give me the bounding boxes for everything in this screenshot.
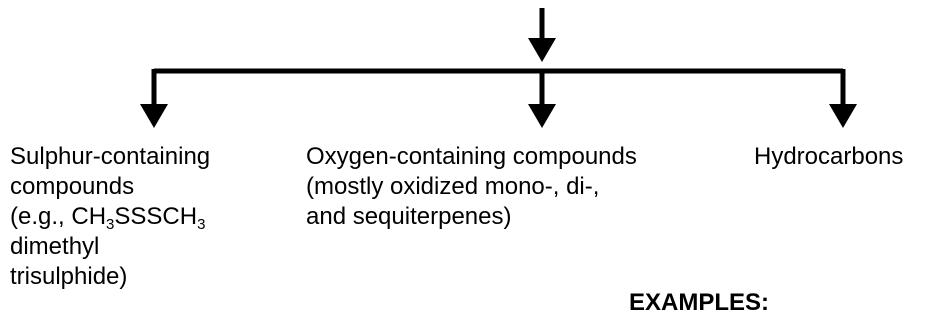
oxygen-line-1: Oxygen-containing compounds xyxy=(306,143,637,170)
hydrocarbons-label: Hydrocarbons xyxy=(754,143,904,170)
sulphur-line-4: dimethyl xyxy=(10,233,100,260)
sulphur-line-1: Sulphur-containing xyxy=(10,143,211,170)
formula-prefix: (e.g., CH xyxy=(10,203,107,230)
examples-heading: EXAMPLES: xyxy=(629,289,770,316)
sulphur-formula-line: (e.g., CH3SSSCH3 xyxy=(10,202,210,232)
formula-subscript-1: 3 xyxy=(106,216,115,233)
oxygen-line-3: and sequiterpenes) xyxy=(306,203,512,230)
middle-arrowhead xyxy=(528,104,556,128)
right-arrowhead xyxy=(829,104,857,128)
oxygen-compounds-node: Oxygen-containing compounds (mostly oxid… xyxy=(306,142,637,232)
left-arrowhead xyxy=(140,104,168,128)
formula-middle: SSSCH xyxy=(114,203,198,230)
sulphur-compounds-node: Sulphur-containing compounds (e.g., CH3S… xyxy=(10,142,210,292)
oxygen-line-2: (mostly oxidized mono-, di-, xyxy=(306,173,600,200)
top-arrowhead xyxy=(528,38,556,62)
formula-subscript-2: 3 xyxy=(197,216,206,233)
sulphur-line-5: trisulphide) xyxy=(10,263,128,290)
sulphur-line-2: compounds xyxy=(10,173,135,200)
hydrocarbons-node: Hydrocarbons xyxy=(754,142,903,172)
